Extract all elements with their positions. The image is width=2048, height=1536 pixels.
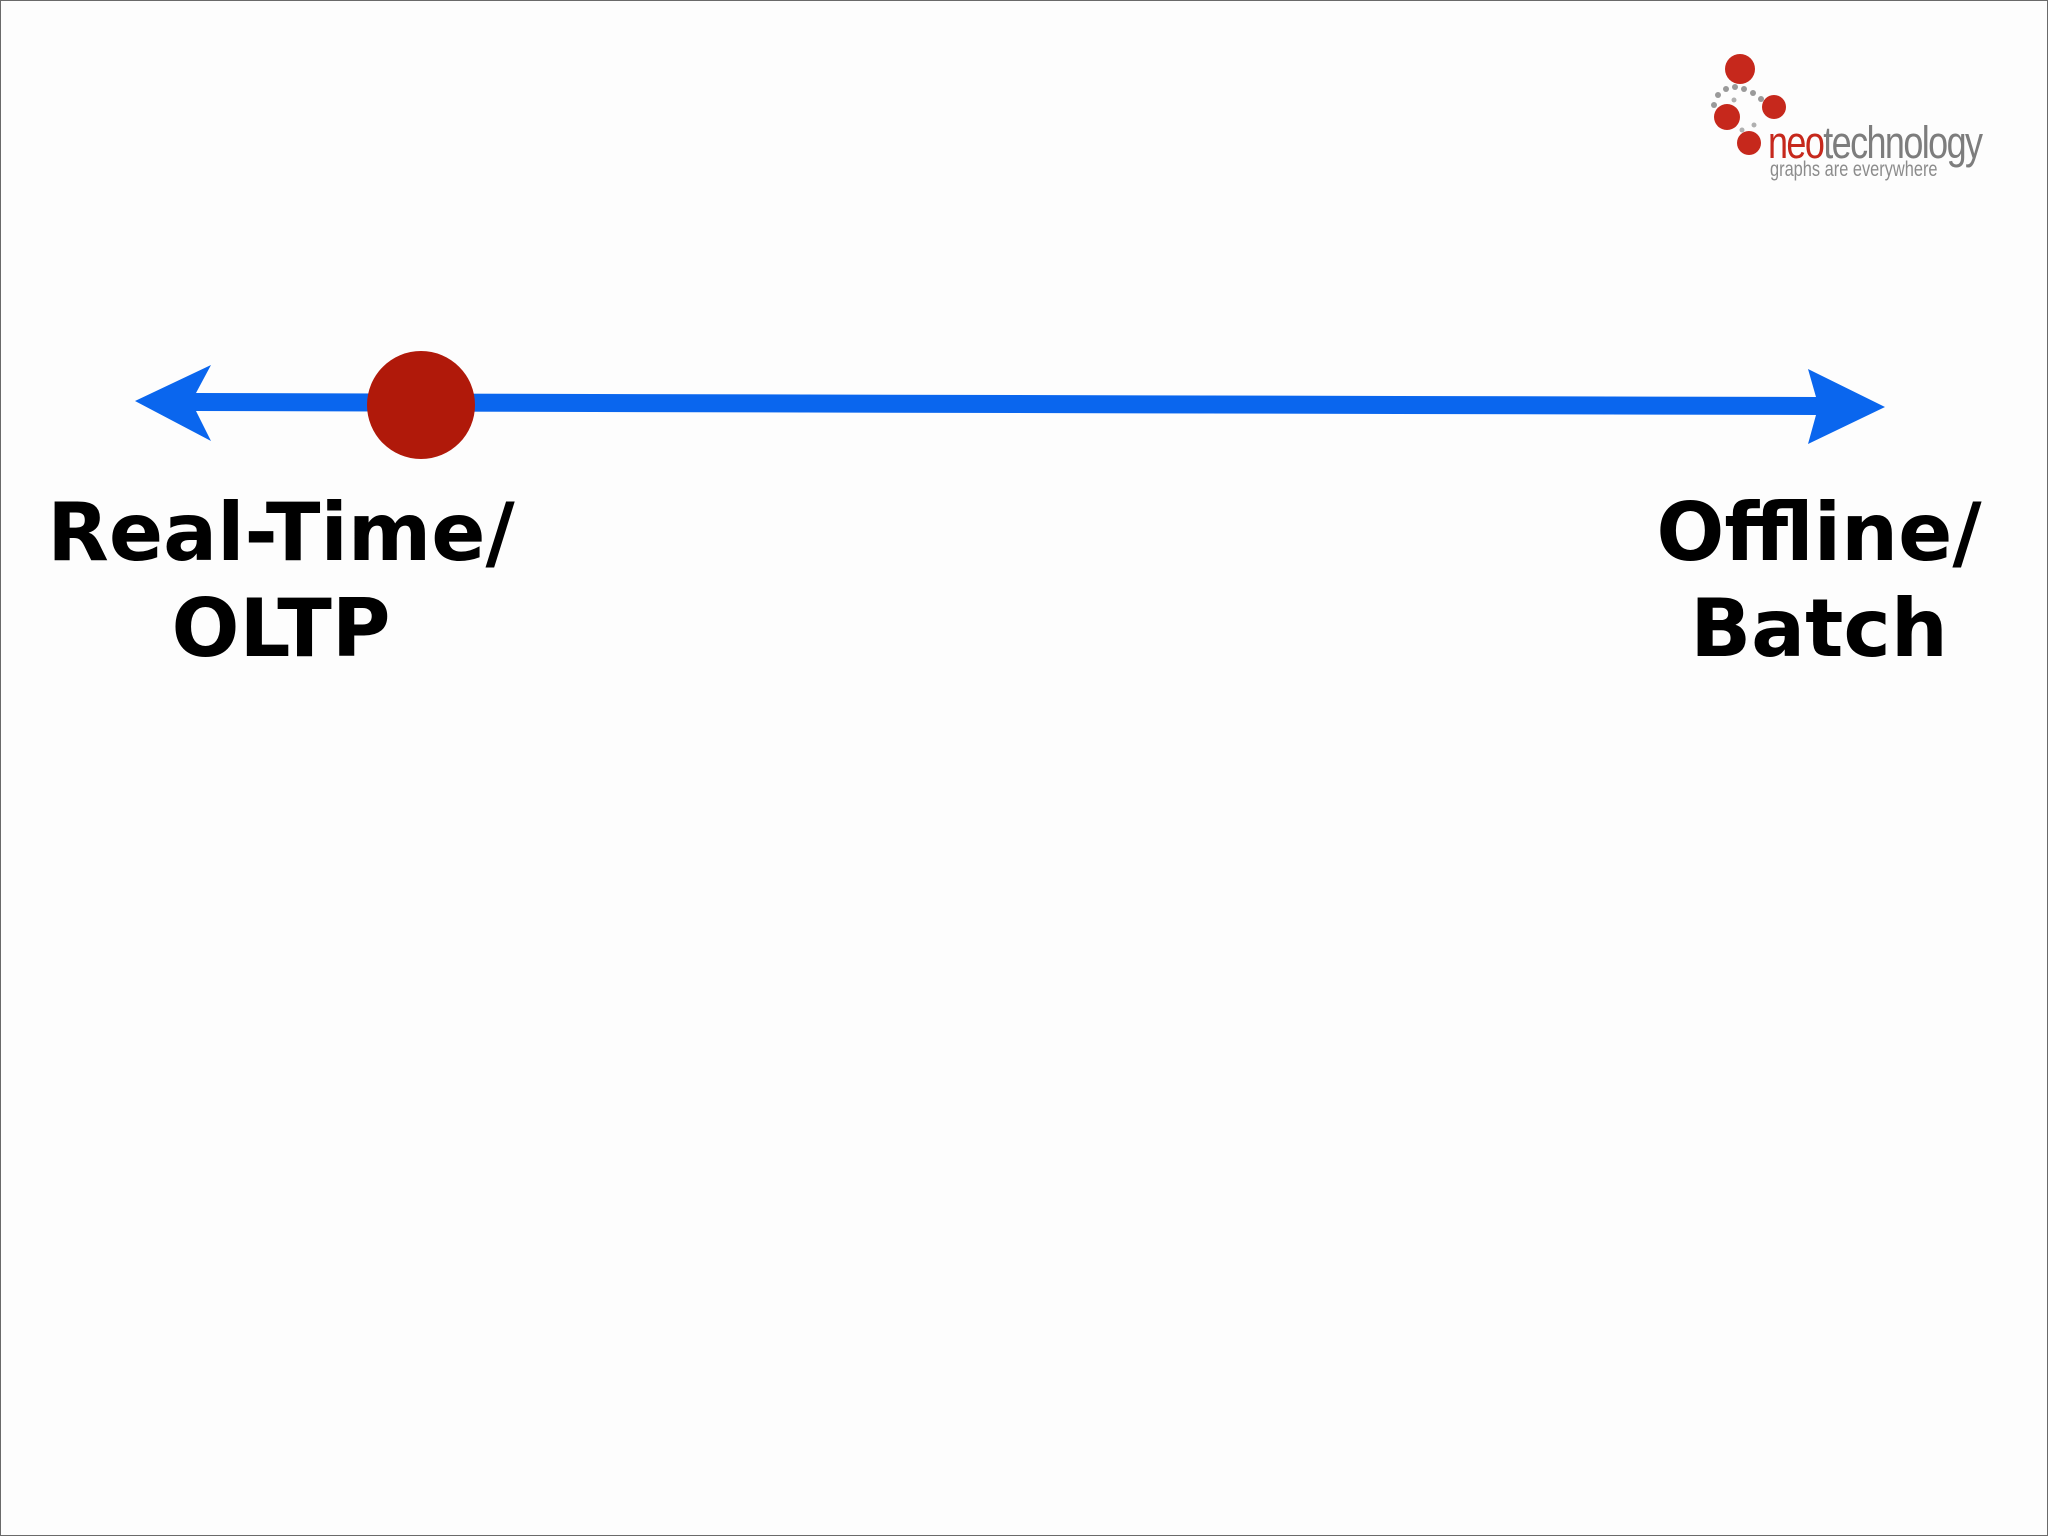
double-arrow-axis bbox=[135, 365, 1885, 444]
logo-brand-technology: technology bbox=[1823, 117, 1983, 168]
logo-brand-neo: neo bbox=[1768, 117, 1825, 168]
left-pole-line2: OLTP bbox=[171, 582, 391, 675]
real-time-oltp-label: Real-Time/ OLTP bbox=[21, 485, 541, 677]
neo-dots-logo-icon bbox=[1711, 54, 1786, 155]
neotechnology-logo: neotechnology graphs are everywhere bbox=[1706, 45, 2026, 185]
right-pole-line1: Offline/ bbox=[1656, 486, 1982, 579]
right-pole-line2: Batch bbox=[1690, 582, 1948, 675]
left-pole-line1: Real-Time/ bbox=[47, 486, 515, 579]
marker-dot bbox=[367, 351, 475, 459]
offline-batch-label: Offline/ Batch bbox=[1599, 485, 2039, 677]
logo-wordmark: neotechnology bbox=[1768, 117, 1983, 169]
logo-tagline: graphs are everywhere bbox=[1770, 158, 1938, 181]
